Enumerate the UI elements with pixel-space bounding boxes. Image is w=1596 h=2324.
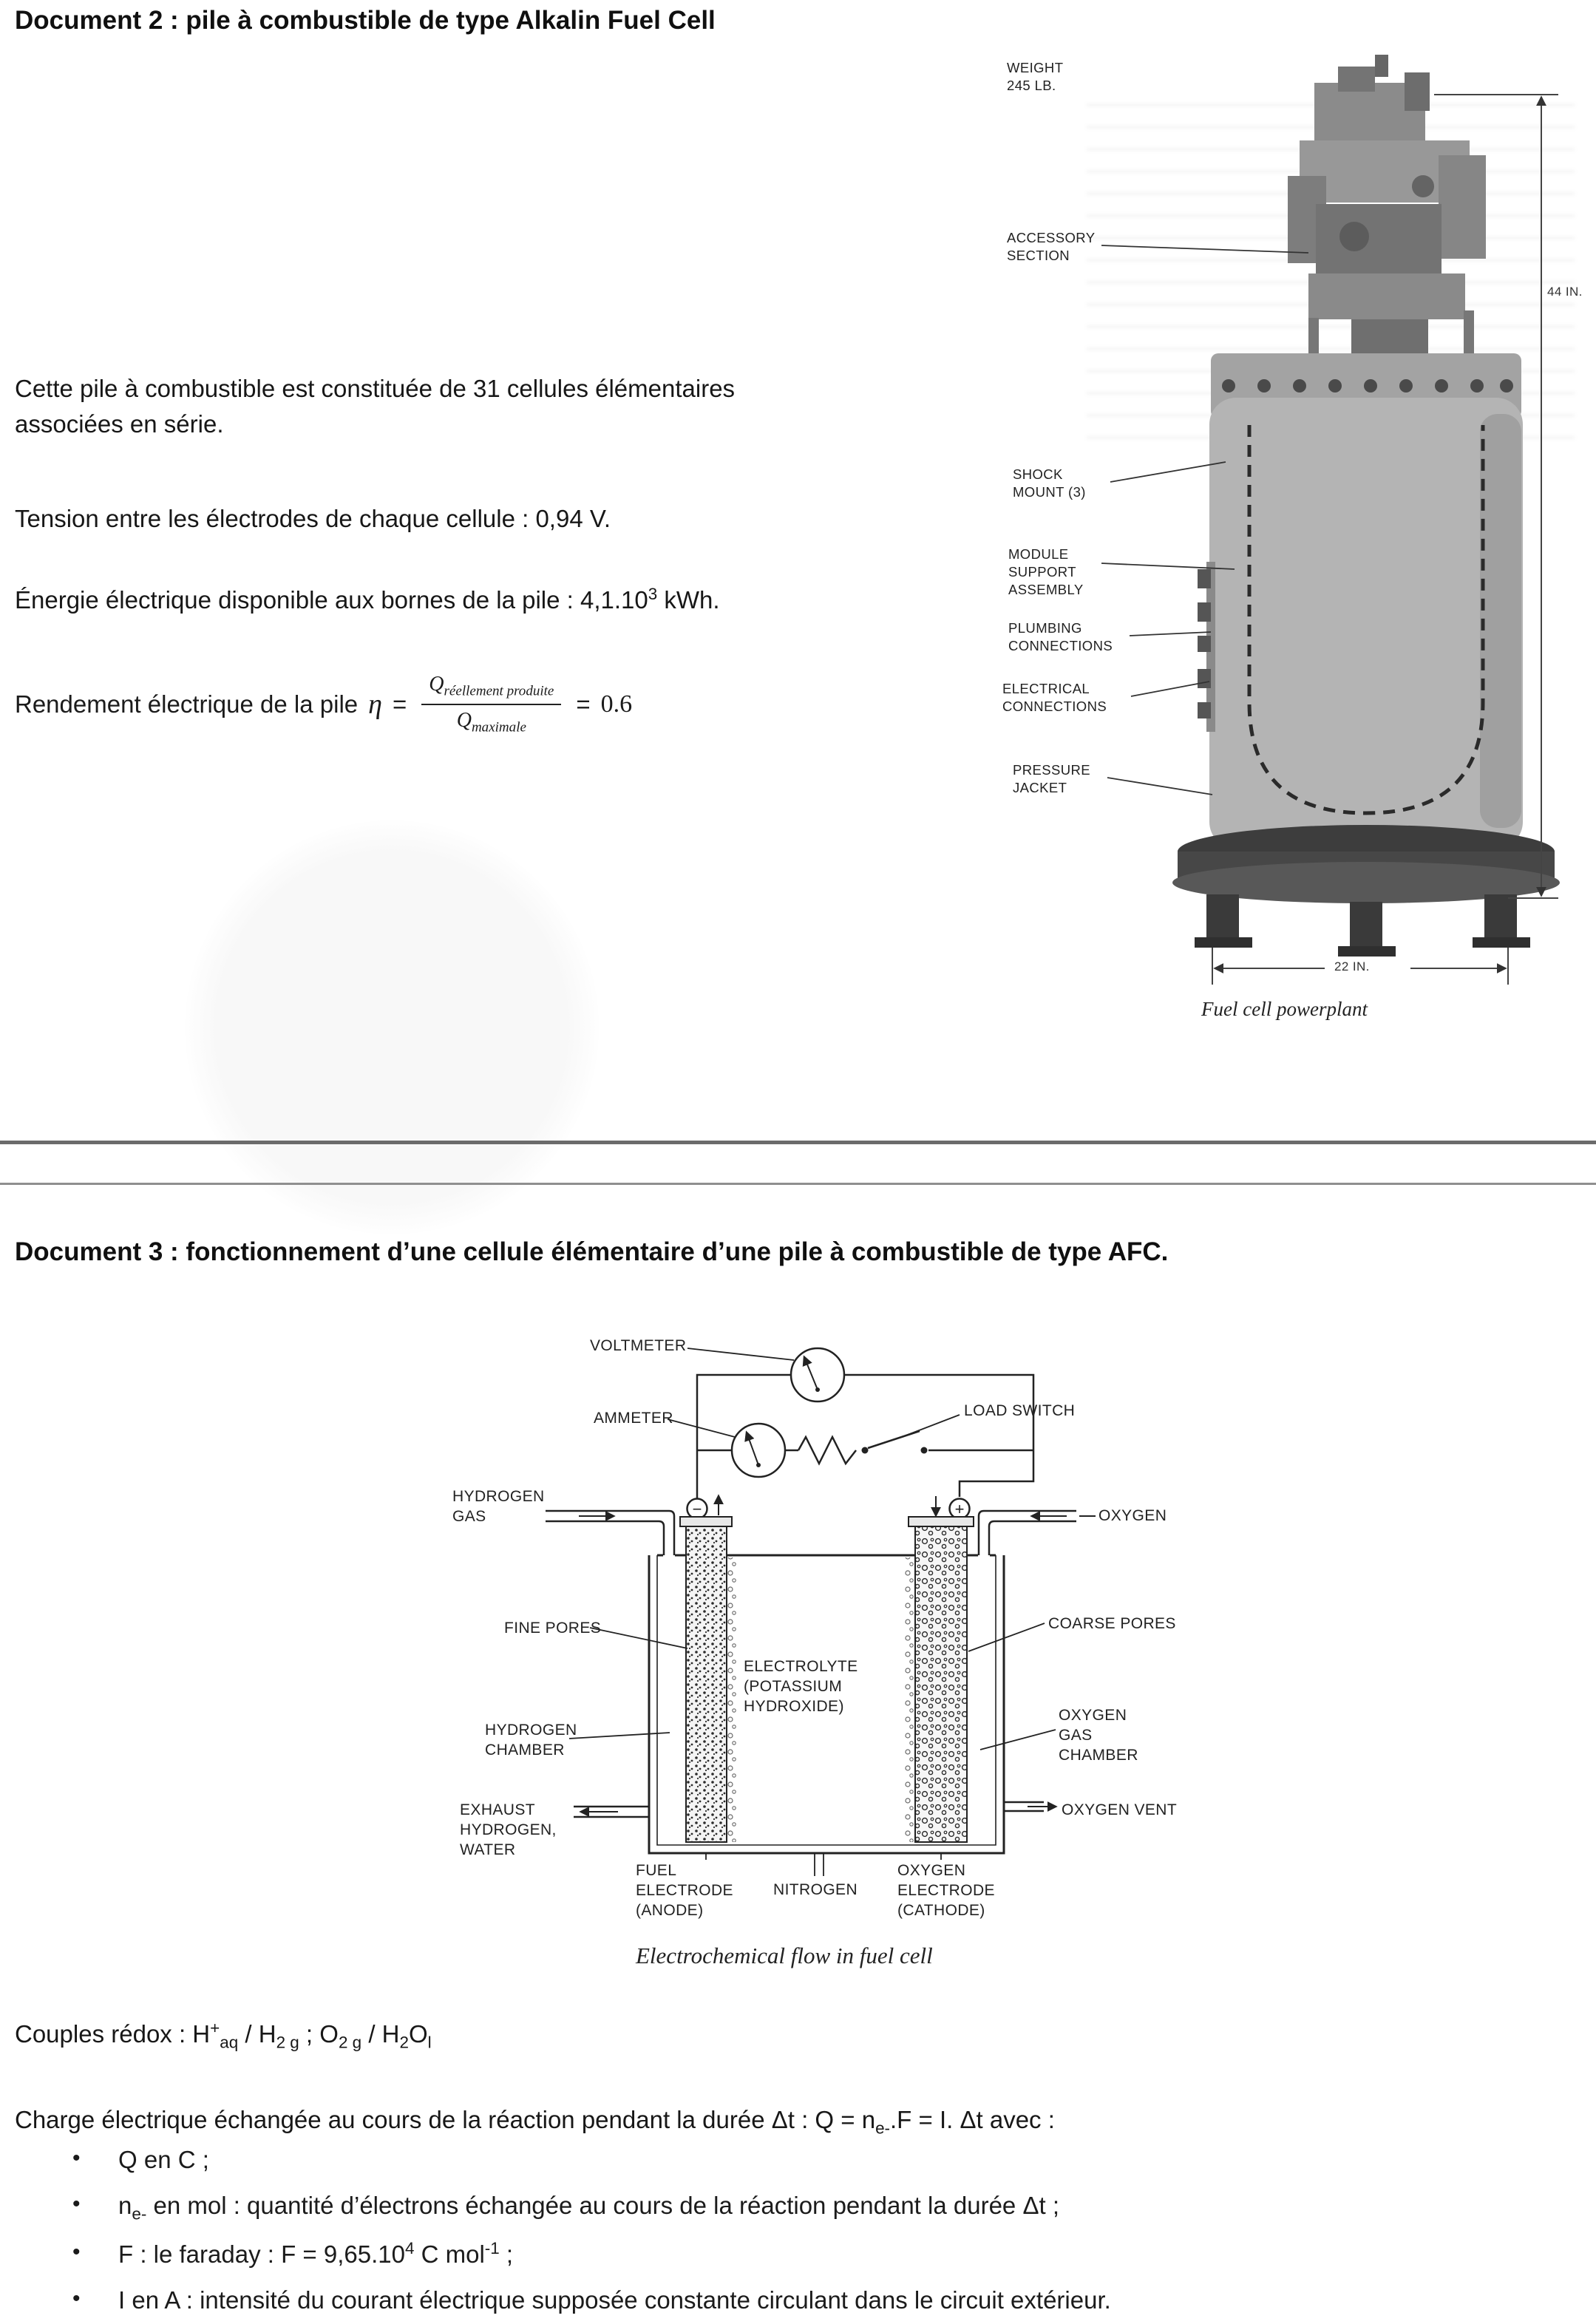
bullet-marker: •: [72, 2146, 81, 2170]
bullet-marker: •: [72, 2191, 81, 2216]
electrolyte-bubbles-left: [727, 1557, 739, 1842]
voltmeter-symbol: [789, 1347, 846, 1403]
fig2-label-oxygen: OXYGEN: [1098, 1507, 1167, 1524]
fig2-label-ammeter: AMMETER: [594, 1410, 673, 1427]
oxygen-vent-pipe: [1004, 1801, 1058, 1812]
doc2-para-energie: Énergie électrique disponible aux bornes…: [15, 585, 720, 614]
oxygen-inlet-pipe: [977, 1509, 1096, 1555]
electrolyte-bubbles-right: [902, 1557, 914, 1842]
bullet-marker: •: [72, 2286, 81, 2311]
fig2-leader-lines: [568, 1348, 1056, 1876]
fig2-label-load-switch: LOAD SWITCH: [964, 1402, 1076, 1419]
separator-line-1: [0, 1141, 1596, 1144]
formula-equals-1: =: [393, 690, 407, 718]
fig2-label-electrolyte: ELECTROLYTE (POTASSIUM HYDROXIDE): [744, 1658, 858, 1715]
charge-intro-line: Charge électrique échangée au cours de l…: [15, 2106, 1055, 2138]
fig2-label-exhaust: EXHAUST HYDROGEN, WATER: [460, 1801, 557, 1858]
fig2-label-fuel-electrode: FUEL ELECTRODE (ANODE): [636, 1862, 733, 1919]
bullet-text: Q en C ;: [118, 2146, 209, 2173]
separator-line-2: [0, 1183, 1596, 1185]
fig2-label-oxygen-vent: OXYGEN VENT: [1062, 1801, 1178, 1818]
bullet-item-intensity: • I en A : intensité du courant électriq…: [0, 2284, 1552, 2317]
bullet-marker: •: [72, 2240, 81, 2265]
bullet-item-ne: • ne- en mol : quantité d’électrons écha…: [0, 2189, 1552, 2226]
ammeter-symbol: [730, 1422, 787, 1478]
fig1-label-plumbing: PLUMBING CONNECTIONS: [1008, 620, 1113, 654]
oxygen-electrode-cathode: [908, 1516, 974, 1843]
fig1-label-shock: SHOCK MOUNT (3): [1013, 466, 1086, 500]
figure-fuel-cell-powerplant: WEIGHT 245 LB. ACCESSORY SECTION SHOCK M…: [991, 52, 1591, 1039]
bullet-item-q: • Q en C ;: [0, 2144, 1552, 2177]
fig1-label-accessory: ACCESSORY SECTION: [1007, 230, 1096, 264]
circuit-wires: [696, 1373, 1035, 1526]
scan-stain-artifact: [185, 820, 599, 1234]
fig1-dim-height: 44 IN.: [1545, 285, 1585, 299]
formula-equals-2: =: [576, 690, 591, 718]
powerplant-photo: [1172, 55, 1560, 957]
fig1-label-module: MODULE SUPPORT ASSEMBLY: [1008, 546, 1084, 598]
fig2-label-hydrogen-gas: HYDROGEN GAS: [452, 1488, 545, 1525]
fig2-label-oxygen-chamber: OXYGEN GAS CHAMBER: [1059, 1707, 1138, 1764]
formula-prefix: Rendement électrique de la pile: [15, 690, 359, 718]
fraction-numerator: Qréellement produite: [421, 673, 562, 705]
doc2-rendement-formula: Rendement électrique de la pile η = Qrée…: [15, 664, 632, 745]
fig2-label-hydrogen-chamber: HYDROGEN CHAMBER: [485, 1722, 577, 1759]
formula-value: 0.6: [600, 690, 633, 718]
fraction-denominator: Qmaximale: [456, 709, 526, 735]
powerplant-drawing: [1101, 55, 1560, 985]
doc3-title: Document 3 : fonctionnement d’une cellul…: [15, 1237, 1169, 1266]
charge-bullet-list: • Q en C ; • ne- en mol : quantité d’éle…: [0, 2144, 1552, 2324]
load-switch-symbol: [861, 1430, 928, 1454]
fig2-label-voltmeter: VOLTMETER: [590, 1337, 687, 1354]
fig1-caption: Fuel cell powerplant: [1201, 998, 1368, 1020]
fig1-label-electrical: ELECTRICAL CONNECTIONS: [1002, 681, 1107, 715]
figure-electrochemical-cell: − +: [442, 1325, 1273, 1982]
hydrogen-inlet-pipe: [546, 1509, 676, 1555]
minus-terminal: −: [693, 1500, 702, 1518]
fig2-label-nitrogen: NITROGEN: [773, 1881, 858, 1898]
doc2-title: Document 2 : pile à combustible de type …: [15, 6, 716, 35]
bullet-item-faraday: • F : le faraday : F = 9,65.104 C mol-1 …: [0, 2238, 1552, 2272]
bullet-text: F : le faraday : F = 9,65.104 C mol-1 ;: [118, 2239, 514, 2269]
fig2-label-coarse-pores: COARSE PORES: [1048, 1615, 1176, 1632]
plus-terminal: +: [955, 1500, 965, 1518]
doc2-para-tension: Tension entre les électrodes de chaque c…: [15, 505, 611, 532]
fig1-label-pressure: PRESSURE JACKET: [1013, 762, 1090, 796]
doc2-para-cells: Cette pile à combustible est constituée …: [15, 375, 736, 438]
current-arrows: [713, 1494, 941, 1518]
couples-redox-line: Couples rédox : H+aq / H2 g ; O2 g / H2O…: [15, 2019, 432, 2052]
bullet-text: I en A : intensité du courant électrique…: [118, 2286, 1111, 2314]
fuel-electrode-anode: [679, 1516, 733, 1843]
cell-container: [648, 1554, 1005, 1855]
fig2-caption: Electrochemical flow in fuel cell: [636, 1943, 933, 1968]
fig1-dimension-lines: [1212, 94, 1558, 985]
fig1-leader-lines: [1101, 245, 1309, 795]
exhaust-pipe: [574, 1805, 649, 1818]
fig2-label-oxygen-electrode: OXYGEN ELECTRODE (CATHODE): [897, 1862, 995, 1919]
eta-symbol: η: [368, 689, 382, 720]
bullet-text: ne- en mol : quantité d’électrons échang…: [118, 2191, 1059, 2223]
fig2-label-fine-pores: FINE PORES: [504, 1620, 602, 1637]
fig1-label-weight: WEIGHT 245 LB.: [1007, 60, 1064, 94]
cell-terminals: − +: [686, 1498, 971, 1520]
fig1-dim-width: 22 IN.: [1332, 959, 1372, 974]
cell-diagram: − +: [546, 1347, 1096, 1876]
formula-fraction: Qréellement produite Qmaximale: [421, 673, 562, 735]
